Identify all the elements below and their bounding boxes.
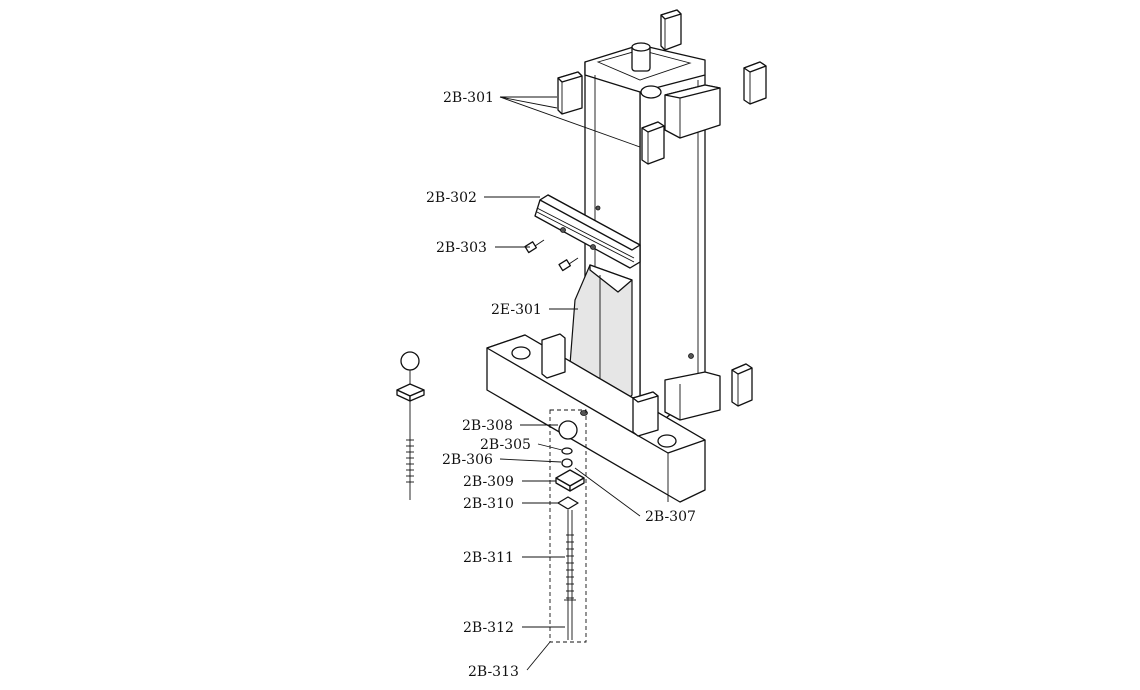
top-bracket bbox=[664, 84, 721, 139]
base-block bbox=[486, 333, 706, 503]
label-2B-308: 2B-308 bbox=[462, 418, 513, 434]
slider-pad-top-center bbox=[660, 9, 682, 51]
label-2B-311: 2B-311 bbox=[463, 550, 514, 566]
clamp-block bbox=[534, 194, 641, 269]
slider-pad-top-right bbox=[743, 61, 767, 105]
label-2B-305: 2B-305 bbox=[480, 437, 531, 453]
bottom-bracket bbox=[664, 371, 721, 421]
label-2B-309: 2B-309 bbox=[463, 474, 514, 490]
screw-upper bbox=[524, 239, 545, 254]
label-2B-301: 2B-301 bbox=[443, 90, 494, 106]
label-2B-310: 2B-310 bbox=[463, 496, 514, 512]
ball-2B-308 bbox=[558, 420, 578, 440]
label-2B-302: 2B-302 bbox=[426, 190, 477, 206]
label-2B-312: 2B-312 bbox=[463, 620, 514, 636]
square-2B-310 bbox=[557, 496, 579, 510]
washer-2B-305 bbox=[561, 447, 573, 455]
screw-lower bbox=[558, 257, 579, 272]
label-2B-313: 2B-313 bbox=[468, 664, 519, 680]
slider-pad-bottom-right bbox=[731, 363, 753, 407]
stack-outline bbox=[549, 409, 587, 643]
slider-pad-mid bbox=[641, 121, 665, 165]
label-2B-303: 2B-303 bbox=[436, 240, 487, 256]
screw-stack bbox=[549, 409, 587, 643]
label-2B-306: 2B-306 bbox=[442, 452, 493, 468]
nut-2B-306 bbox=[561, 458, 573, 468]
slider-pad-top-left bbox=[557, 71, 583, 115]
leader-lines bbox=[484, 96, 641, 671]
handle-assembly bbox=[396, 351, 425, 500]
label-2B-307: 2B-307 bbox=[645, 509, 696, 525]
part-labels: 2B-301 2B-302 2B-303 2E-301 2B-308 2B-30… bbox=[426, 90, 696, 680]
label-2E-301: 2E-301 bbox=[491, 302, 542, 318]
